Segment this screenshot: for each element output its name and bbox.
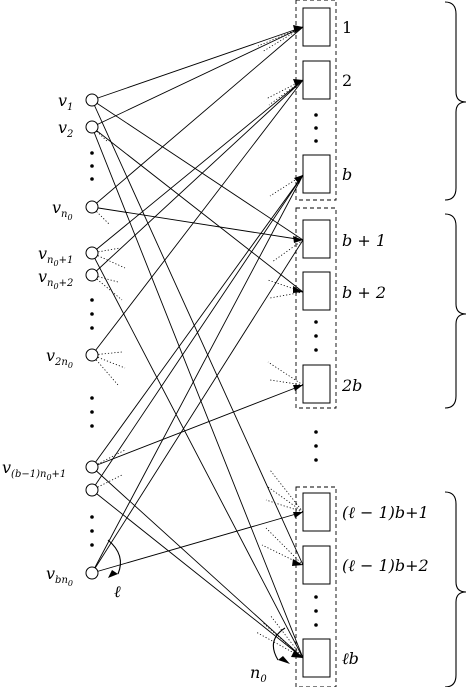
edge <box>91 466 304 659</box>
arrowhead <box>293 385 303 391</box>
dotted-edges <box>91 26 304 659</box>
edge <box>91 126 304 293</box>
arrowheads <box>291 25 303 658</box>
edge <box>91 252 304 659</box>
edge <box>91 99 304 566</box>
vertex-vb-1n0-plus-1 <box>85 460 99 474</box>
vertex-vn0-plus-2 <box>85 268 99 282</box>
bin-label: b + 1 <box>342 231 386 250</box>
vertex-label: v2 <box>58 118 73 140</box>
edge <box>91 26 304 101</box>
arrowhead <box>293 236 303 243</box>
bin-group-2 <box>295 207 337 409</box>
arrowhead <box>293 79 303 87</box>
vertices <box>85 93 99 580</box>
bin-label: 2 <box>342 71 352 90</box>
vertex-label: vn0+2 <box>38 267 73 291</box>
angle-label-n0: n0 <box>250 663 267 685</box>
edge <box>91 79 304 254</box>
bin-group-1 <box>295 0 337 201</box>
brace-group-2 <box>444 213 467 409</box>
edge <box>91 489 304 659</box>
edge <box>91 126 304 659</box>
edge <box>91 174 304 574</box>
edge <box>91 26 304 128</box>
bin-ellipses <box>314 113 318 627</box>
bin-label: 2b <box>341 376 362 395</box>
vertex-label: vn0+1 <box>38 244 73 268</box>
bin-label: b + 2 <box>342 283 386 302</box>
bin-label: ℓb <box>342 649 359 668</box>
bins <box>302 7 331 678</box>
bin-labels: 1 2 b b + 1 b + 2 2b (ℓ − 1)b+1 (ℓ − 1)b… <box>341 18 429 668</box>
brace-group-l <box>444 491 467 687</box>
edge <box>91 384 304 468</box>
vertex-vn0-plus-1 <box>85 246 99 260</box>
vertex-ellipses <box>90 151 94 547</box>
edge <box>91 79 304 276</box>
bin-label: 1 <box>342 18 352 37</box>
bin-2 <box>302 60 331 100</box>
vertex-vn0 <box>85 200 99 214</box>
vertex-v2n0 <box>85 348 99 362</box>
angle-arc-left <box>107 539 121 575</box>
vertex-labels: v1 v2 vn0 vn0+1 vn0+2 v2n0 v(b−1)n0+1 vb… <box>2 91 73 588</box>
bin-b-plus-2 <box>302 271 331 311</box>
arrowhead <box>293 25 303 33</box>
bin-2b <box>302 364 331 404</box>
edge <box>91 239 304 574</box>
brace-group-1 <box>444 1 467 201</box>
vertex-vbn0 <box>85 566 99 580</box>
bin-l-1-b-plus-2 <box>302 545 331 585</box>
edge <box>91 79 304 356</box>
vertex-label: vn0 <box>52 198 73 222</box>
bin-label: (ℓ − 1)b+1 <box>342 503 429 522</box>
edge <box>91 99 304 241</box>
angle-arrow-left <box>108 570 118 578</box>
bin-b <box>302 154 331 194</box>
bin-lb <box>302 638 331 678</box>
angle-arc-right <box>272 627 286 661</box>
bin-1 <box>302 7 331 47</box>
edge <box>91 511 304 574</box>
arrowhead <box>293 286 303 293</box>
edge <box>91 174 304 468</box>
arrowhead <box>292 559 303 566</box>
vertex-v2 <box>85 120 99 134</box>
arrowhead <box>293 512 303 518</box>
angle-arrow-right <box>278 656 290 664</box>
bin-label: b <box>342 165 352 184</box>
edge <box>91 206 304 241</box>
bin-group-l <box>295 486 337 687</box>
bin-l-1-b-plus-1 <box>302 492 331 532</box>
vertex-label: v1 <box>58 91 73 113</box>
edges <box>91 26 304 659</box>
edge <box>91 26 304 208</box>
angle-label-l: ℓ <box>114 582 121 601</box>
vertex-label: v(b−1)n0+1 <box>2 458 66 482</box>
bin-b-plus-1 <box>302 219 331 259</box>
vertex-label: vbn0 <box>46 564 73 588</box>
arrowhead <box>294 175 303 184</box>
bin-label: (ℓ − 1)b+2 <box>342 556 429 575</box>
vertex-vb-1n0-plus-2 <box>85 483 99 497</box>
vertex-v1 <box>85 93 99 107</box>
vertex-label: v2n0 <box>46 346 73 370</box>
